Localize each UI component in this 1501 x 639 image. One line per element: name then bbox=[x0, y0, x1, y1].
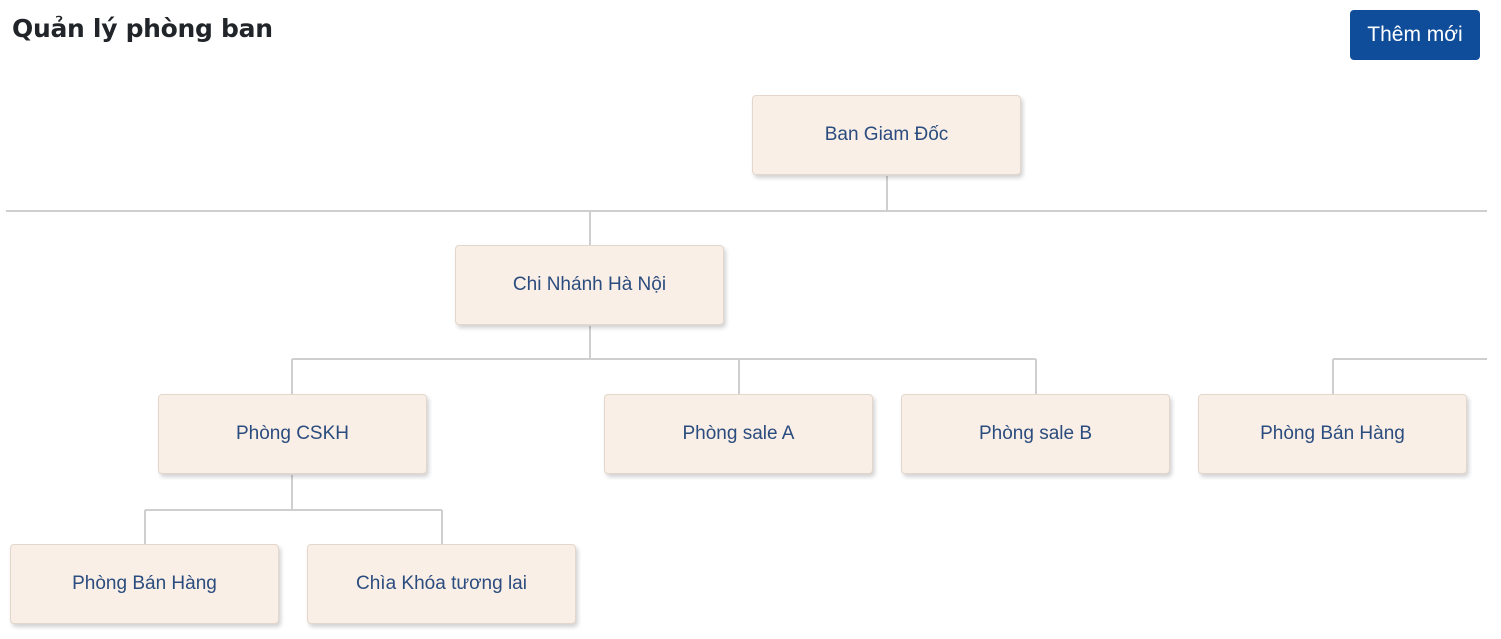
org-node-phong-ban-hang[interactable]: Phòng Bán Hàng bbox=[1198, 394, 1467, 474]
org-node-ban-giam-doc[interactable]: Ban Giam Đốc bbox=[752, 95, 1021, 175]
org-node-chia-khoa-tuong-lai[interactable]: Chìa Khóa tương lai bbox=[307, 544, 576, 624]
org-node-phong-sale-b[interactable]: Phòng sale B bbox=[901, 394, 1170, 474]
org-node-label: Phòng sale B bbox=[978, 423, 1093, 444]
org-node-label: Phòng sale A bbox=[682, 423, 795, 444]
org-node-label: Chi Nhánh Hà Nội bbox=[512, 274, 667, 295]
org-node-label: Phòng CSKH bbox=[235, 423, 349, 444]
page-title: Quản lý phòng ban bbox=[12, 14, 273, 43]
org-node-phong-sale-a[interactable]: Phòng sale A bbox=[604, 394, 873, 474]
org-node-phong-ban-hang-sub[interactable]: Phòng Bán Hàng bbox=[10, 544, 279, 624]
org-node-label: Ban Giam Đốc bbox=[824, 124, 949, 145]
org-node-phong-cskh[interactable]: Phòng CSKH bbox=[158, 394, 427, 474]
org-node-label: Phòng Bán Hàng bbox=[1260, 423, 1405, 444]
org-node-chi-nhanh-ha-noi[interactable]: Chi Nhánh Hà Nội bbox=[455, 245, 724, 325]
add-new-button[interactable]: Thêm mới bbox=[1350, 10, 1480, 60]
org-node-label: Phòng Bán Hàng bbox=[72, 573, 217, 594]
org-node-label: Chìa Khóa tương lai bbox=[356, 573, 527, 594]
